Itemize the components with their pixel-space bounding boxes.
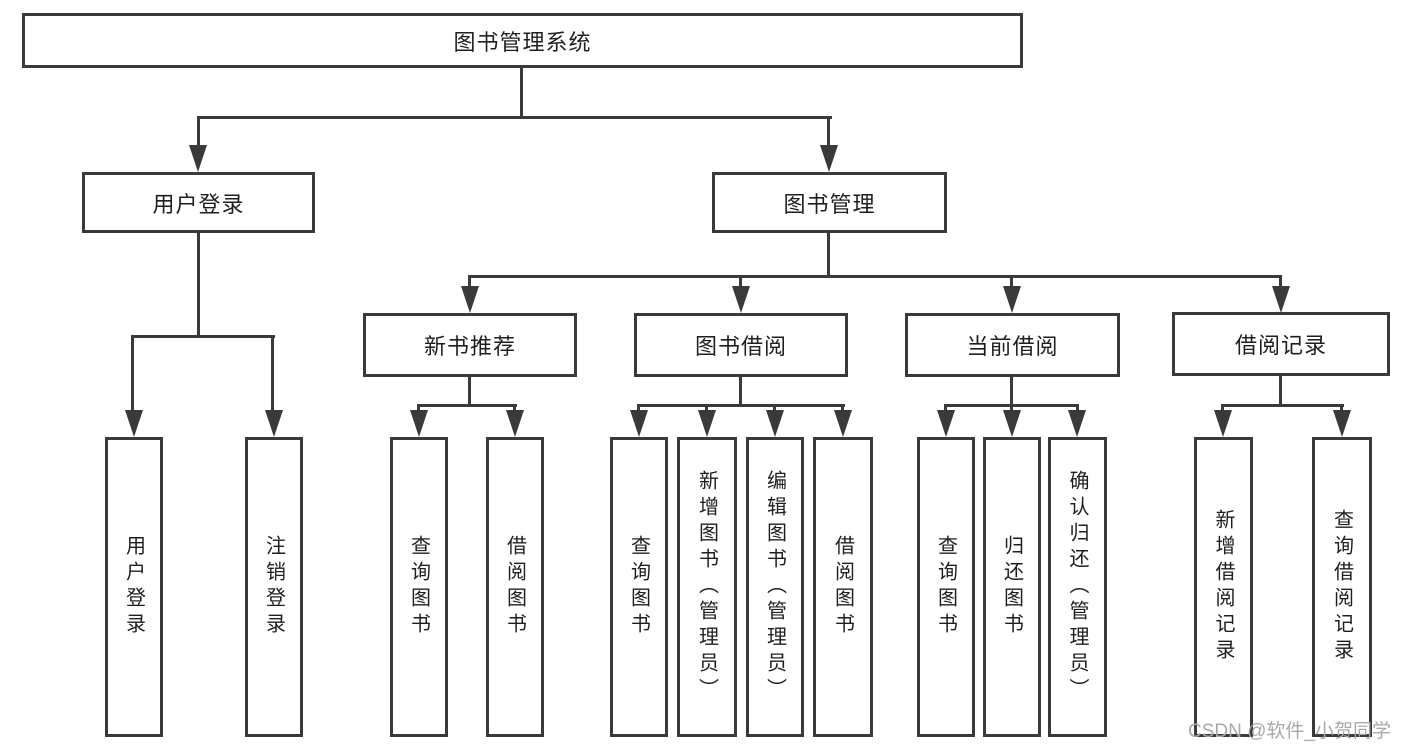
node-borrow-records: 借阅记录 [1172,312,1390,376]
node-book-borrowing: 图书借阅 [634,313,848,377]
leaf-label: 借阅图书 [503,535,526,639]
connector-root-arm-left [197,116,200,150]
leaf-label: 查询图书 [407,535,430,639]
node-label: 图书管理 [783,191,876,217]
arrowhead [189,145,207,172]
connector-root-splitter [197,116,832,119]
node-label: 借阅记录 [1234,333,1327,358]
leaf-confirm-return-admin: 确认归还（管理员） [1048,437,1107,737]
arrowhead [506,410,524,437]
node-library-management-system: 图书管理系统 [22,13,1023,68]
arrowhead [937,410,955,437]
leaf-label: 新增借阅记录 [1212,509,1234,665]
connector-records-splitter [1221,404,1344,407]
leaf-label: 查询图书 [934,535,957,639]
node-book-management: 图书管理 [712,172,947,233]
leaf-user-login: 用户登录 [105,437,163,737]
arrowhead [732,286,750,313]
connector-records-stem [1279,376,1282,407]
leaf-add-books-admin: 新增图书（管理员） [677,437,737,737]
arrowhead [1214,410,1232,437]
leaf-query-books-borrowing: 查询图书 [610,437,668,737]
connector-bookmgmt-arm [1010,275,1013,295]
arrowhead [125,410,143,437]
arrowhead [820,145,838,172]
leaf-query-books-current: 查询图书 [917,437,975,737]
connector-userlogin-arm [271,335,274,415]
leaf-query-borrow-record: 查询借阅记录 [1312,437,1372,737]
connector-bookmgmt-arm [468,275,471,295]
leaf-borrow-books: 借阅图书 [813,437,873,737]
leaf-add-borrow-record: 新增借阅记录 [1194,437,1253,737]
leaf-label: 归还图书 [1000,535,1023,639]
leaf-return-books: 归还图书 [983,437,1041,737]
leaf-label: 新增图书（管理员） [695,470,718,704]
leaf-label: 注销登录 [262,535,285,639]
node-label: 用户登录 [152,191,245,217]
connector-newbook-stem [468,377,471,407]
leaf-label: 借阅图书 [831,535,854,639]
connector-bookmgmt-arm [1279,275,1282,295]
arrowhead [1068,410,1086,437]
arrowhead [265,410,283,437]
connector-bookmgmt-stem [827,233,830,278]
arrowhead [461,286,479,313]
node-label: 图书借阅 [694,334,787,359]
csdn-watermark: CSDN @软件_小贺同学 [1188,721,1391,742]
arrowhead [766,410,784,437]
connector-userlogin-arm [131,335,134,415]
connector-borrowing-splitter [637,404,845,407]
arrowhead [630,410,648,437]
connector-newbook-splitter [417,404,517,407]
connector-root-arm-right [827,116,830,150]
node-label: 当前借阅 [966,334,1059,359]
arrowhead [1003,286,1021,313]
arrowhead [834,410,852,437]
leaf-logout: 注销登录 [245,437,303,737]
connector-userlogin-stem [197,233,200,338]
arrowhead [1272,286,1290,313]
leaf-label: 编辑图书（管理员） [763,470,786,704]
arrowhead [410,410,428,437]
node-label: 新书推荐 [423,334,516,359]
arrowhead [1003,410,1021,437]
arrowhead [698,410,716,437]
arrowhead [1333,410,1351,437]
connector-current-stem [1010,377,1013,407]
node-new-book-recommend: 新书推荐 [363,313,577,377]
node-label: 图书管理系统 [453,29,592,55]
leaf-label: 确认归还（管理员） [1066,470,1088,704]
leaf-label: 用户登录 [122,535,145,639]
leaf-label: 查询图书 [627,535,650,639]
connector-root-stem [520,68,523,119]
leaf-edit-books-admin: 编辑图书（管理员） [746,437,804,737]
connector-bookmgmt-arm [739,275,742,295]
leaf-query-books-recommend: 查询图书 [390,437,448,737]
node-user-login: 用户登录 [82,172,315,233]
node-current-borrowing: 当前借阅 [905,313,1120,377]
connector-userlogin-splitter [131,335,275,338]
leaf-label: 查询借阅记录 [1330,509,1353,665]
connector-borrowing-stem [739,377,742,407]
leaf-borrow-books-recommend: 借阅图书 [486,437,544,737]
connector-bookmgmt-splitter [468,275,1282,278]
